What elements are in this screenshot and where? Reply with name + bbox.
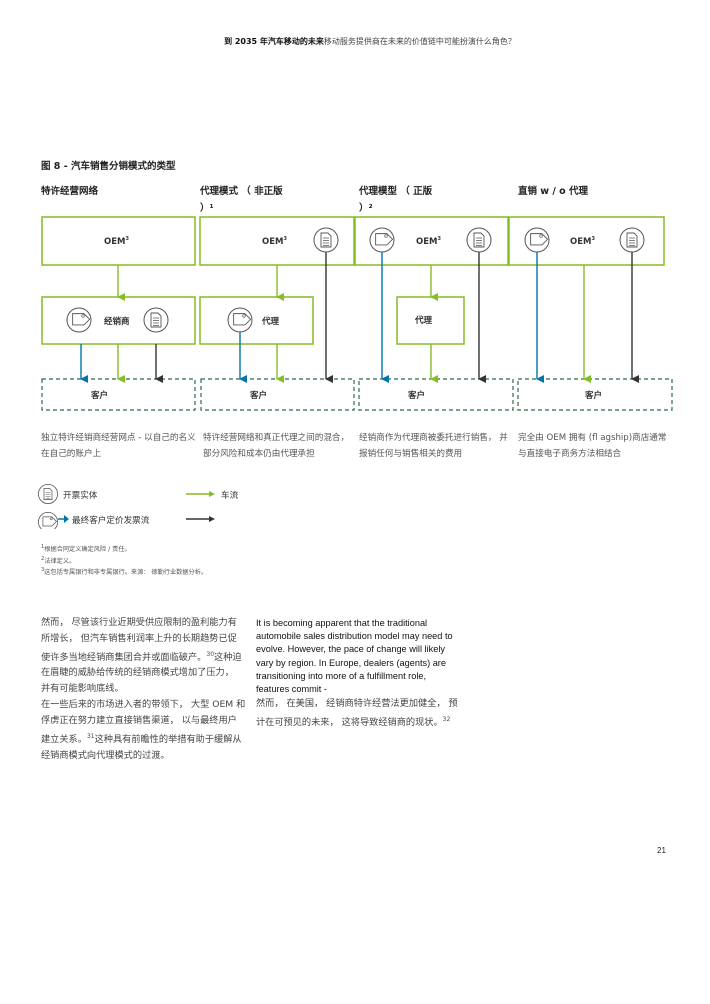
oem-label: OEM3 — [416, 236, 442, 247]
customer-box — [41, 378, 196, 411]
price-tag-icon — [227, 307, 253, 333]
column-title: 代理模型 （ 正版）² — [359, 186, 433, 214]
running-header: 到 2035 年汽车移动的未来移动服务提供商在未来的价值链中可能扮演什么角色？ — [0, 36, 710, 47]
price-tag-icon — [524, 227, 550, 253]
oem-label: OEM3 — [104, 236, 130, 247]
price-tag-icon — [369, 227, 395, 253]
agent-label: 代理 — [261, 316, 280, 327]
invoice-icon — [143, 307, 169, 333]
column-title: 特许经营网络 — [41, 186, 99, 197]
column-description: 特许经营网络和真正代理之间的混合， 部分风险和成本仍由代理承担 — [203, 433, 350, 459]
distribution-diagram: OEM3 OEM3 OEM3 OEM3 经销商 代理 代理 客户 客户 客户 客… — [41, 216, 673, 411]
price-tag-icon — [38, 511, 58, 529]
column-description: 完全由 OEM 拥有 (fl agship)商店通常与直接电子商务方法相结合 — [518, 433, 667, 459]
oem-label: OEM3 — [570, 236, 596, 247]
flow-arrows — [80, 252, 639, 383]
oem-box — [508, 216, 665, 266]
legend-vehicle-flow: 车流 — [221, 491, 239, 501]
header-subtitle: 移动服务提供商在未来的价值链中可能扮演什么角色？ — [323, 37, 516, 46]
agent-box — [199, 296, 314, 345]
column-description: 经销商作为代理商被委托进行销售， 并报销任何与销售相关的费用 — [359, 433, 508, 459]
header-title: 到 2035 年汽车移动的未来 — [224, 37, 324, 46]
customer-box — [200, 378, 355, 411]
invoice-icon — [38, 484, 58, 505]
invoice-icon — [619, 227, 645, 253]
agent-label: 代理 — [414, 315, 433, 326]
customer-box — [517, 378, 673, 411]
legend-invoice-entity: 开票实体 — [63, 491, 98, 501]
column-title: 直销 w / o 代理 — [518, 186, 589, 197]
column-description: 独立特许经销商经营网点 - 以自己的名义在自己的账户上 — [41, 433, 196, 459]
body-english-text: It is becoming apparent that the traditi… — [256, 618, 453, 695]
oem-label: OEM3 — [262, 236, 288, 247]
footnote: 1根据合同定义确定风险 / 责任。 — [41, 544, 131, 554]
body-right-column: It is becoming apparent that the traditi… — [256, 617, 461, 731]
body-left-column: 然而， 尽管该行业近期受供应限制的盈利能力有所增长， 但汽车销售利润率上升的长期… — [41, 617, 246, 761]
invoice-icon — [313, 227, 339, 253]
footnote: 3这包括专属银行和非专属银行。来源： 德勤行业数据分析。 — [41, 567, 208, 577]
customer-label: 客户 — [584, 390, 602, 401]
legend-price-invoice-flow: 最终客户定价发票流 — [72, 516, 150, 526]
customer-box — [358, 378, 514, 411]
footnote: 2法律定义。 — [41, 556, 76, 566]
price-tag-icon — [66, 307, 92, 333]
customer-label: 客户 — [249, 390, 267, 401]
customer-label: 客户 — [407, 390, 425, 401]
dealer-label: 经销商 — [104, 316, 130, 327]
body-chinese-text: 然而， 在美国， 经销商特许经营法更加健全， 预计在可预见的未来， 这将导致经销… — [256, 698, 458, 729]
figure-title: 图 8 - 汽车销售分销模式的类型 — [41, 161, 176, 172]
legend-icons — [38, 484, 215, 529]
column-title: 代理模式 （ 非正版）¹ — [200, 186, 283, 214]
customer-label: 客户 — [90, 390, 108, 401]
page-number: 21 — [657, 846, 666, 855]
invoice-icon — [466, 227, 492, 253]
